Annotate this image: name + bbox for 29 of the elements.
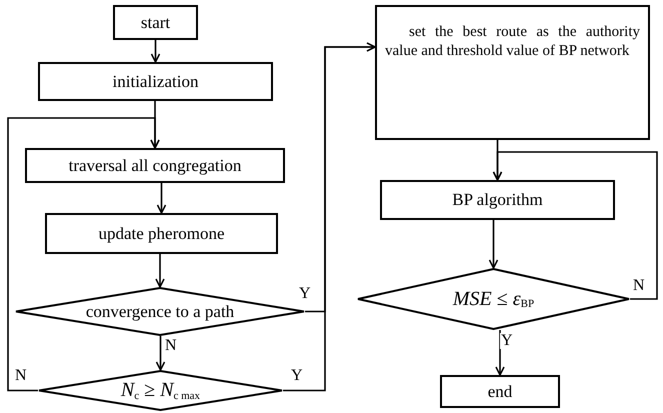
arrow xyxy=(7,117,160,392)
arrow xyxy=(156,336,166,371)
process-box xyxy=(25,148,285,183)
process-box xyxy=(45,213,278,254)
node-text: traversal all congregation xyxy=(68,154,242,176)
arrow xyxy=(283,42,376,392)
arrow xyxy=(156,183,166,214)
node-text: start xyxy=(140,12,170,34)
arrow xyxy=(492,151,658,300)
arrow xyxy=(150,40,160,63)
edge-label: Y xyxy=(500,333,514,349)
arrow xyxy=(155,254,165,288)
node-text: convergence to a path xyxy=(86,300,234,322)
node-text: update pheromone xyxy=(98,222,225,244)
node-text: initialization xyxy=(112,70,198,92)
decision-diamond xyxy=(357,268,630,330)
node-text: end xyxy=(488,380,512,402)
decision-diamond xyxy=(38,370,283,411)
process-box xyxy=(440,375,560,408)
node-text: set the best route as the authority value and threshold value of BP network xyxy=(385,23,640,60)
process-box xyxy=(113,5,198,40)
process-box xyxy=(380,180,615,220)
node-text: BP algorithm xyxy=(452,189,543,211)
arrow xyxy=(488,220,498,269)
process-box xyxy=(38,62,273,101)
node-text: MSE ≤ ε$_{BP}$ xyxy=(452,286,534,312)
arrow xyxy=(495,330,505,376)
process-box xyxy=(375,5,650,140)
node-text: N$_{c}$ ≥ N$_{c max}$ xyxy=(120,378,200,403)
